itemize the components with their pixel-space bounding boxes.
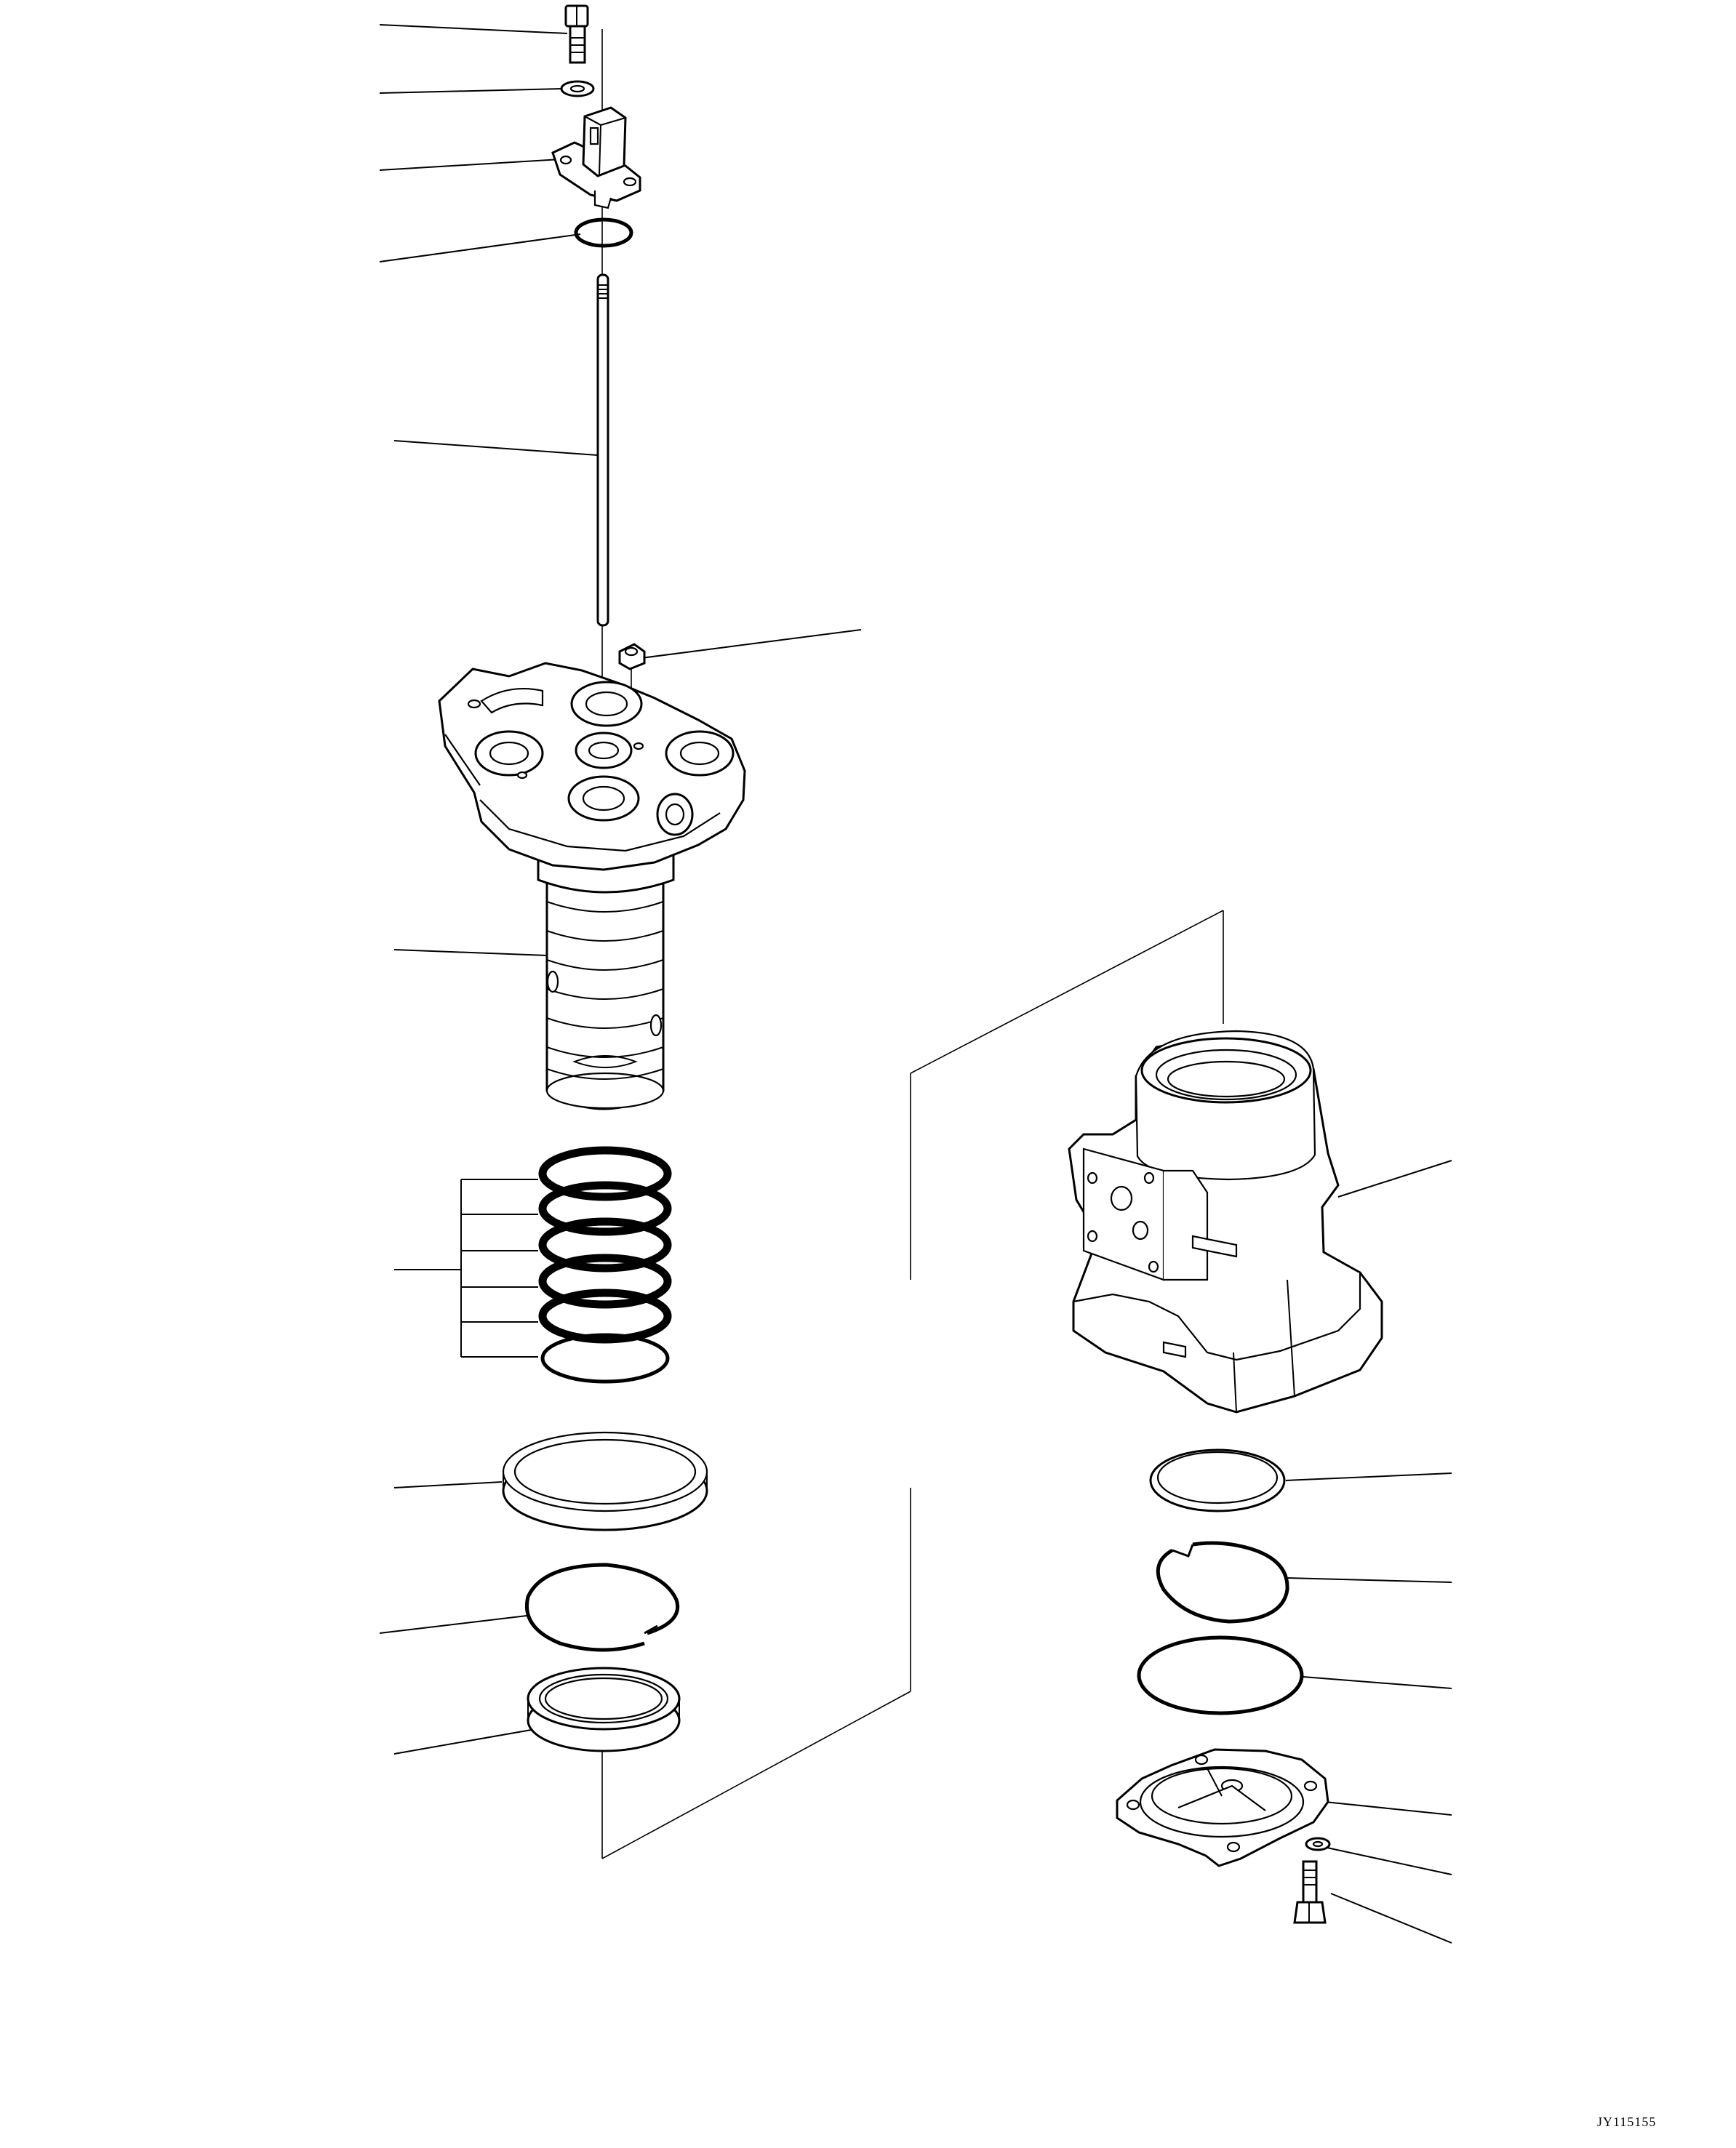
leader-line-rotor [393, 949, 548, 956]
leader-line-plug [635, 629, 862, 660]
leader-line-sensor-cover [379, 158, 574, 171]
o-ring-icon [574, 217, 633, 248]
hex-bolt-icon [564, 4, 589, 64]
ring-icon [1149, 1448, 1286, 1512]
seal-ring-stack-icon [538, 1146, 672, 1384]
o-ring-icon [1137, 1635, 1304, 1715]
snap-ring-icon [525, 1563, 679, 1652]
leader-line-snap-ring-right [1285, 1577, 1452, 1583]
plug-icon [618, 643, 646, 670]
oil-seal-icon [527, 1667, 681, 1752]
end-cover-icon [1116, 1748, 1329, 1867]
leader-lines-right [1285, 1160, 1452, 1944]
leader-line-bolt-top [379, 24, 568, 34]
leader-line-o-ring-right [1303, 1676, 1452, 1689]
leader-line-oil-seal [393, 1728, 536, 1755]
leader-line-bolt-bottom [1330, 1893, 1452, 1944]
thrust-ring-icon [502, 1431, 708, 1531]
leader-line-rod [393, 440, 599, 456]
snap-ring-icon [1156, 1541, 1289, 1624]
assembly-axis-lines [601, 29, 1224, 1859]
leader-line-end-cover [1324, 1801, 1452, 1816]
washer-icon [1305, 1837, 1331, 1851]
hex-bolt-icon [1293, 1860, 1327, 1924]
sensor-cover-icon [551, 106, 641, 209]
leader-line-snap-ring-left [379, 1615, 527, 1634]
drawing-code: JY115155 [1597, 2115, 1657, 2129]
leader-line-washer-top [379, 88, 564, 94]
leader-line-ring-right [1285, 1472, 1452, 1481]
seal-ring-bracket [394, 1179, 538, 1358]
swivel-housing-icon [1068, 1030, 1383, 1414]
leader-line-housing [1337, 1160, 1452, 1198]
leader-lines-left [379, 24, 862, 1755]
leader-line-o-ring-top [379, 233, 581, 263]
leader-line-washer-bottom [1323, 1846, 1452, 1875]
washer-icon [560, 80, 595, 97]
leader-line-thrust-ring [393, 1481, 503, 1488]
rod-icon [596, 273, 609, 627]
swivel-rotor-icon [438, 662, 746, 1110]
